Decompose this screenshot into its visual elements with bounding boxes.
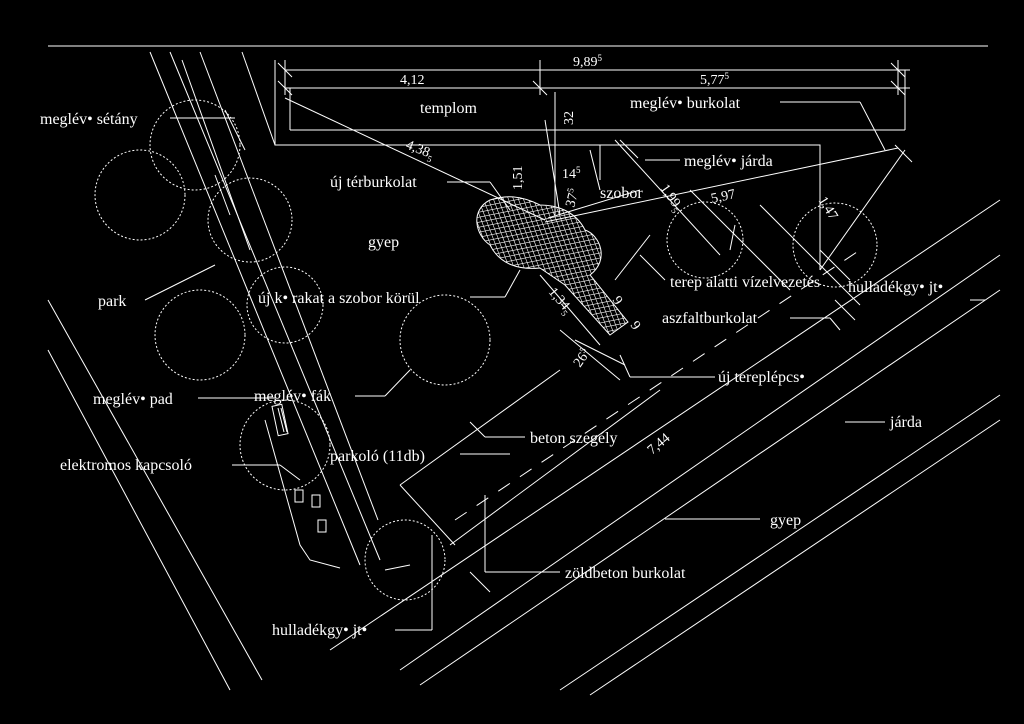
dim-total-width: 9,895 bbox=[573, 53, 603, 70]
label-parkolo: parkoló (11db) bbox=[330, 448, 425, 465]
label-gyep-bottom: gyep bbox=[770, 512, 801, 529]
mesh-line bbox=[476, 319, 628, 335]
label-templom: templom bbox=[420, 100, 477, 117]
label-beton-szegely: beton szegély bbox=[530, 430, 618, 447]
dim-right-width: 5,775 bbox=[700, 71, 730, 88]
label-jarda: járda bbox=[889, 414, 922, 431]
dim-375: 375 bbox=[561, 186, 582, 209]
dim-145: 145 bbox=[562, 165, 581, 182]
label-meglevo-pad: meglév• pad bbox=[93, 391, 173, 408]
dimension-lines bbox=[277, 60, 913, 593]
label-uj-terburkolat: új térburkolat bbox=[330, 174, 417, 191]
label-meglevo-burkolat: meglév• burkolat bbox=[630, 95, 741, 112]
label-meglevo-fak: meglév• fák bbox=[254, 388, 331, 405]
bench-area bbox=[264, 403, 341, 569]
label-hulladekgyujto-right: hulladékgy• jt• bbox=[848, 279, 943, 296]
mesh-line bbox=[476, 196, 628, 231]
mesh-line bbox=[476, 314, 628, 335]
mesh-line bbox=[554, 196, 616, 335]
trees bbox=[94, 99, 878, 601]
mesh-line bbox=[549, 196, 611, 335]
leader-lines bbox=[144, 101, 985, 631]
label-uj-tereplepcso: új tereplépcs• bbox=[718, 369, 805, 386]
label-gyep-top: gyep bbox=[368, 234, 399, 251]
labels: meglév• sétány park meglév• pad elektrom… bbox=[40, 95, 943, 639]
label-meglevo-jarda: meglév• járda bbox=[684, 153, 773, 170]
label-hulladekgyujto-left: hulladékgy• jt• bbox=[272, 622, 367, 639]
label-zoldbeton: zöldbeton burkolat bbox=[565, 565, 686, 582]
label-elektromos-kapcsolo: elektromos kapcsoló bbox=[60, 457, 192, 474]
label-aszfaltburkolat: aszfaltburkolat bbox=[662, 310, 758, 327]
dim-left-width: 4,12 bbox=[400, 73, 425, 88]
mesh-line bbox=[476, 196, 628, 226]
dim-597: 5,97 bbox=[710, 187, 737, 207]
label-terep-alatti: terep alatti vízelvezetés bbox=[670, 274, 820, 291]
label-uj-korakat: új k• rakat a szobor körül bbox=[258, 290, 420, 307]
label-meglevo-setany: meglév• sétány bbox=[40, 111, 138, 128]
label-park: park bbox=[98, 293, 126, 310]
label-szobor: szobor bbox=[600, 185, 643, 202]
dim-32: 32 bbox=[562, 111, 577, 125]
dim-151: 1,51 bbox=[511, 166, 526, 191]
